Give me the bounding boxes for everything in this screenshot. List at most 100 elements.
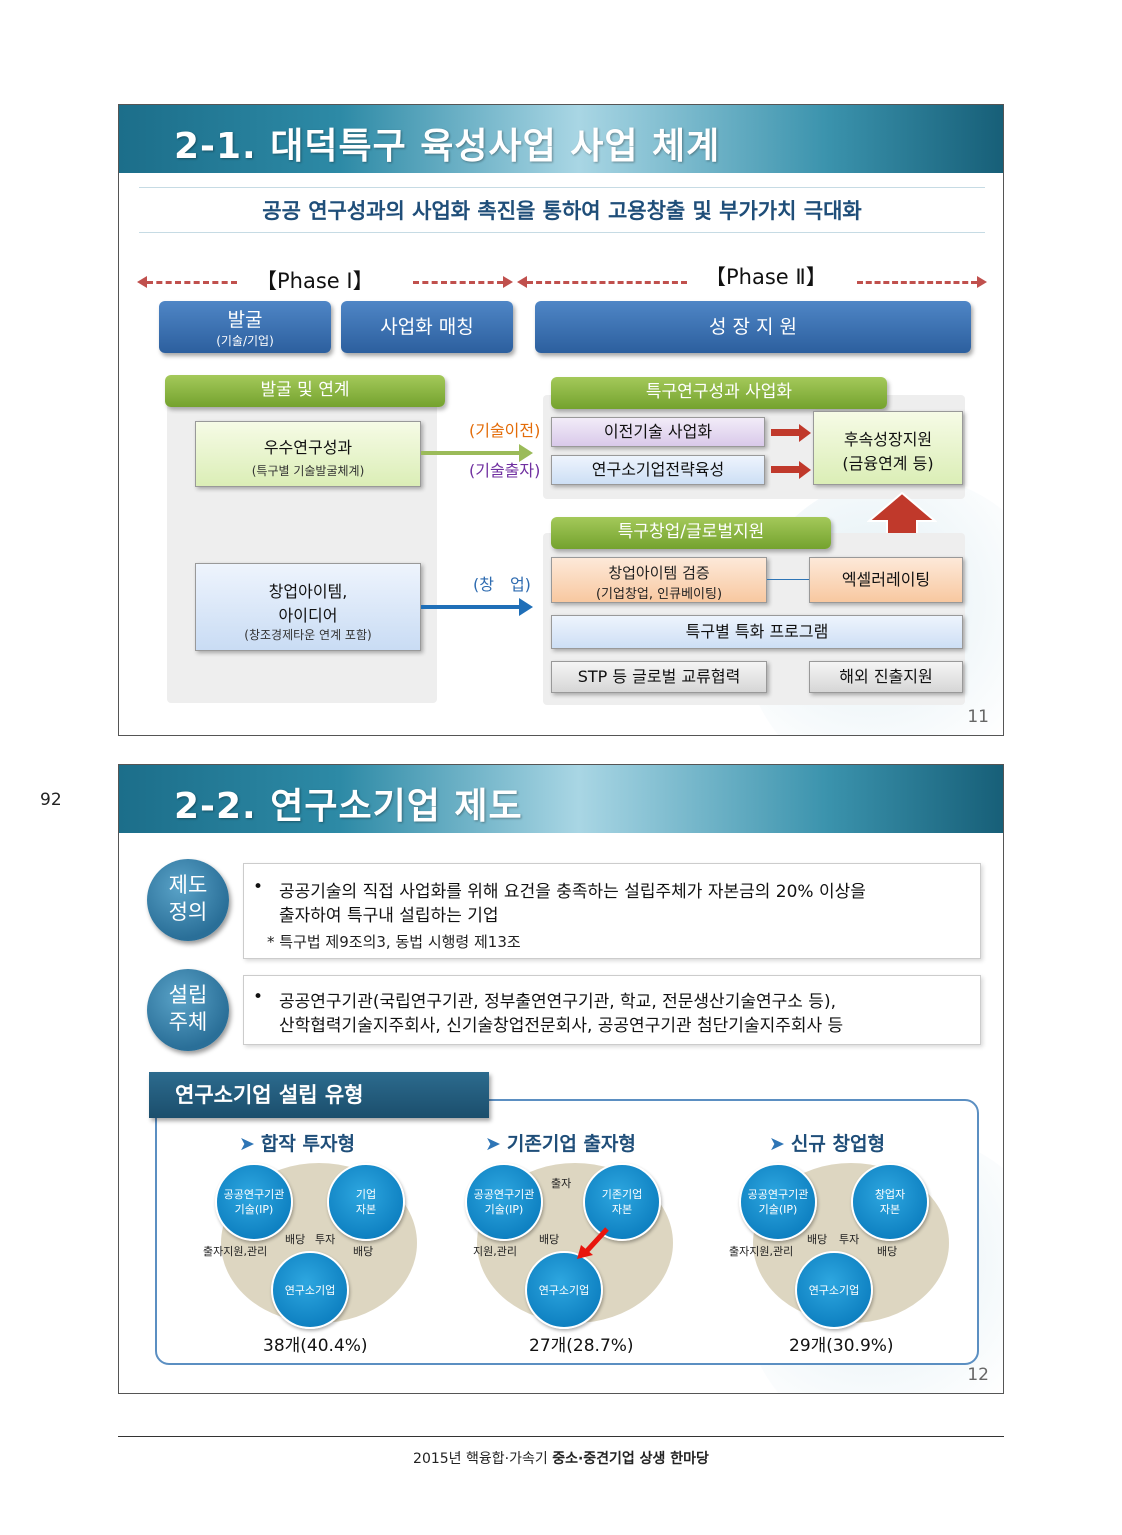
definition-text-line1: 공공기술의 직접 사업화를 위해 요건을 충족하는 설립주체가 자본금의 20%…	[279, 882, 866, 902]
overseas-support-box: 해외 진출지원	[809, 661, 963, 693]
company-red-arrow-head	[799, 461, 811, 479]
footer-bold: 중소·중견기업 상생 한마당	[552, 1451, 709, 1467]
definition-note: * 특구법 제9조의3, 동법 시행령 제13조	[267, 933, 521, 951]
type3-label-c: 출자지원,관리	[729, 1245, 794, 1258]
startup-idea-box: 창업아이템, 아이디어 (창조경제타운 연계 포함)	[195, 563, 421, 651]
type2-title-text: 기존기업 출자형	[506, 1133, 636, 1155]
phase1-left-arrow	[147, 281, 237, 284]
tech-transfer-label: (기술이전)	[469, 421, 541, 440]
founder-circle-line2: 주체	[168, 1010, 208, 1034]
definition-circle-line1: 제도	[168, 873, 208, 897]
startup-label: (창 업)	[473, 575, 531, 594]
startup-idea-line2: 아이디어	[278, 606, 338, 625]
slide-number: 12	[967, 1365, 989, 1385]
page-number: 92	[40, 790, 62, 810]
research-company-box: 연구소기업전략육성	[551, 455, 765, 485]
phase2-left-arrowhead	[517, 276, 527, 288]
discover-button-sublabel: (기술/기업)	[216, 334, 274, 348]
transfer-red-arrow-shaft	[771, 429, 801, 436]
type2-label-top: 출자	[551, 1177, 572, 1190]
founder-bullet: •	[253, 987, 264, 1007]
type2-value: 27개(28.7%)	[529, 1336, 634, 1356]
definition-text-line2: 출자하여 특구내 설립하는 기업	[279, 906, 499, 926]
growth-support-button: 성 장 지 원	[535, 301, 971, 353]
founder-text-line2: 산학협력기술지주회사, 신기술창업전문회사, 공공연구기관 첨단기술지주회사 등	[279, 1016, 844, 1036]
type3-title: ➤신규 창업형	[769, 1129, 885, 1156]
definition-box	[243, 863, 981, 959]
type2-label-a: 배당	[539, 1233, 560, 1246]
definition-circle-line2: 정의	[168, 900, 208, 924]
transfer-arrow-shaft	[421, 451, 521, 455]
phase2-right-arrowhead	[977, 276, 987, 288]
matching-button: 사업화 매칭	[341, 301, 513, 353]
type3-label-d: 배당	[877, 1245, 898, 1258]
phase1-label: 【Phase Ⅰ】	[256, 269, 374, 293]
research-result-box: 우수연구성과 (특구별 기술발굴체계)	[195, 421, 421, 487]
founder-circle-line1: 설립	[168, 983, 208, 1007]
definition-circle: 제도 정의	[147, 859, 229, 941]
type2-company-node: 연구소기업	[525, 1251, 603, 1329]
phase2-left-arrow	[527, 281, 687, 284]
transfer-red-arrow-head	[799, 424, 811, 442]
phase1-left-arrowhead	[137, 276, 147, 288]
type2-title: ➤기존기업 출자형	[485, 1129, 636, 1156]
accelerating-box: 엑셀러레이팅	[809, 557, 963, 603]
type3-label-a: 배당	[807, 1233, 828, 1246]
slide-number: 11	[967, 707, 989, 727]
type1-title: ➤합작 투자형	[239, 1129, 355, 1156]
startup-arrow-shaft	[421, 605, 521, 609]
footer: 2015년 핵융합·가속기 중소·중견기업 상생 한마당	[0, 1448, 1122, 1468]
transfer-tech-box: 이전기술 사업화	[551, 417, 765, 447]
phase1-right-arrow	[413, 281, 503, 284]
research-result-sublabel: (특구별 기술발굴체계)	[251, 464, 365, 478]
chevron-right-icon: ➤	[239, 1133, 255, 1155]
tech-invest-label: (기술출자)	[469, 461, 541, 480]
commercial-tab: 특구연구성과 사업화	[551, 377, 887, 409]
followup-growth-box: 후속성장지원 (금융연계 등)	[813, 411, 963, 485]
slide-research-company: 2-2. 연구소기업 제도 제도 정의 • 공공기술의 직접 사업화를 위해 요…	[118, 764, 1004, 1394]
startup-idea-sublabel: (창조경제타운 연계 포함)	[244, 628, 372, 642]
type1-value: 38개(40.4%)	[263, 1336, 368, 1356]
type2-label-c: 지원,관리	[473, 1245, 517, 1258]
type3-title-text: 신규 창업형	[790, 1133, 885, 1155]
type1-company-node: 연구소기업	[271, 1251, 349, 1329]
type1-label-a: 배당	[285, 1233, 306, 1246]
special-program-box: 특구별 특화 프로그램	[551, 615, 963, 649]
type1-title-text: 합작 투자형	[260, 1133, 355, 1155]
followup-growth-line1: 후속성장지원	[843, 430, 933, 449]
type3-label-b: 투자	[839, 1233, 860, 1246]
type1-label-b: 투자	[315, 1233, 336, 1246]
slide-business-system: 2-1. 대덕특구 육성사업 사업 체계 공공 연구성과의 사업화 촉진을 통하…	[118, 104, 1004, 736]
research-result-label: 우수연구성과	[263, 438, 353, 457]
footer-divider	[118, 1436, 1004, 1437]
founder-box	[243, 975, 981, 1045]
discover-button: 발굴 (기술/기업)	[159, 301, 331, 353]
definition-bullet: •	[253, 877, 264, 897]
phase1-right-arrowhead	[503, 276, 513, 288]
stp-global-box: STP 등 글로벌 교류협력	[551, 661, 767, 693]
startup-idea-line1: 창업아이템,	[268, 582, 348, 601]
founder-circle: 설립 주체	[147, 969, 229, 1051]
verify-item-box: 창업아이템 검증 (기업창업, 인큐베이팅)	[551, 557, 767, 603]
slide-title: 2-1. 대덕특구 육성사업 사업 체계	[174, 126, 721, 167]
verify-connector	[767, 579, 809, 580]
startup-arrow-head	[519, 598, 533, 616]
type3-value: 29개(30.9%)	[789, 1336, 894, 1356]
transfer-arrow-head	[519, 444, 533, 462]
verify-item-line2: (기업창업, 인큐베이팅)	[595, 587, 723, 602]
founder-text-line1: 공공연구기관(국립연구기관, 정부출연연구기관, 학교, 전문생산기술연구소 등…	[279, 992, 836, 1012]
type1-label-c: 출자지원,관리	[203, 1245, 268, 1258]
phase2-label: 【Phase Ⅱ】	[705, 265, 827, 289]
type2-red-arrow	[577, 1227, 609, 1259]
chevron-right-icon: ➤	[485, 1133, 501, 1155]
discover-link-tab: 발굴 및 연계	[165, 375, 445, 407]
discover-button-label: 발굴	[227, 309, 263, 331]
company-red-arrow-shaft	[771, 466, 801, 473]
verify-item-line1: 창업아이템 검증	[608, 564, 710, 582]
type1-label-d: 배당	[353, 1245, 374, 1258]
